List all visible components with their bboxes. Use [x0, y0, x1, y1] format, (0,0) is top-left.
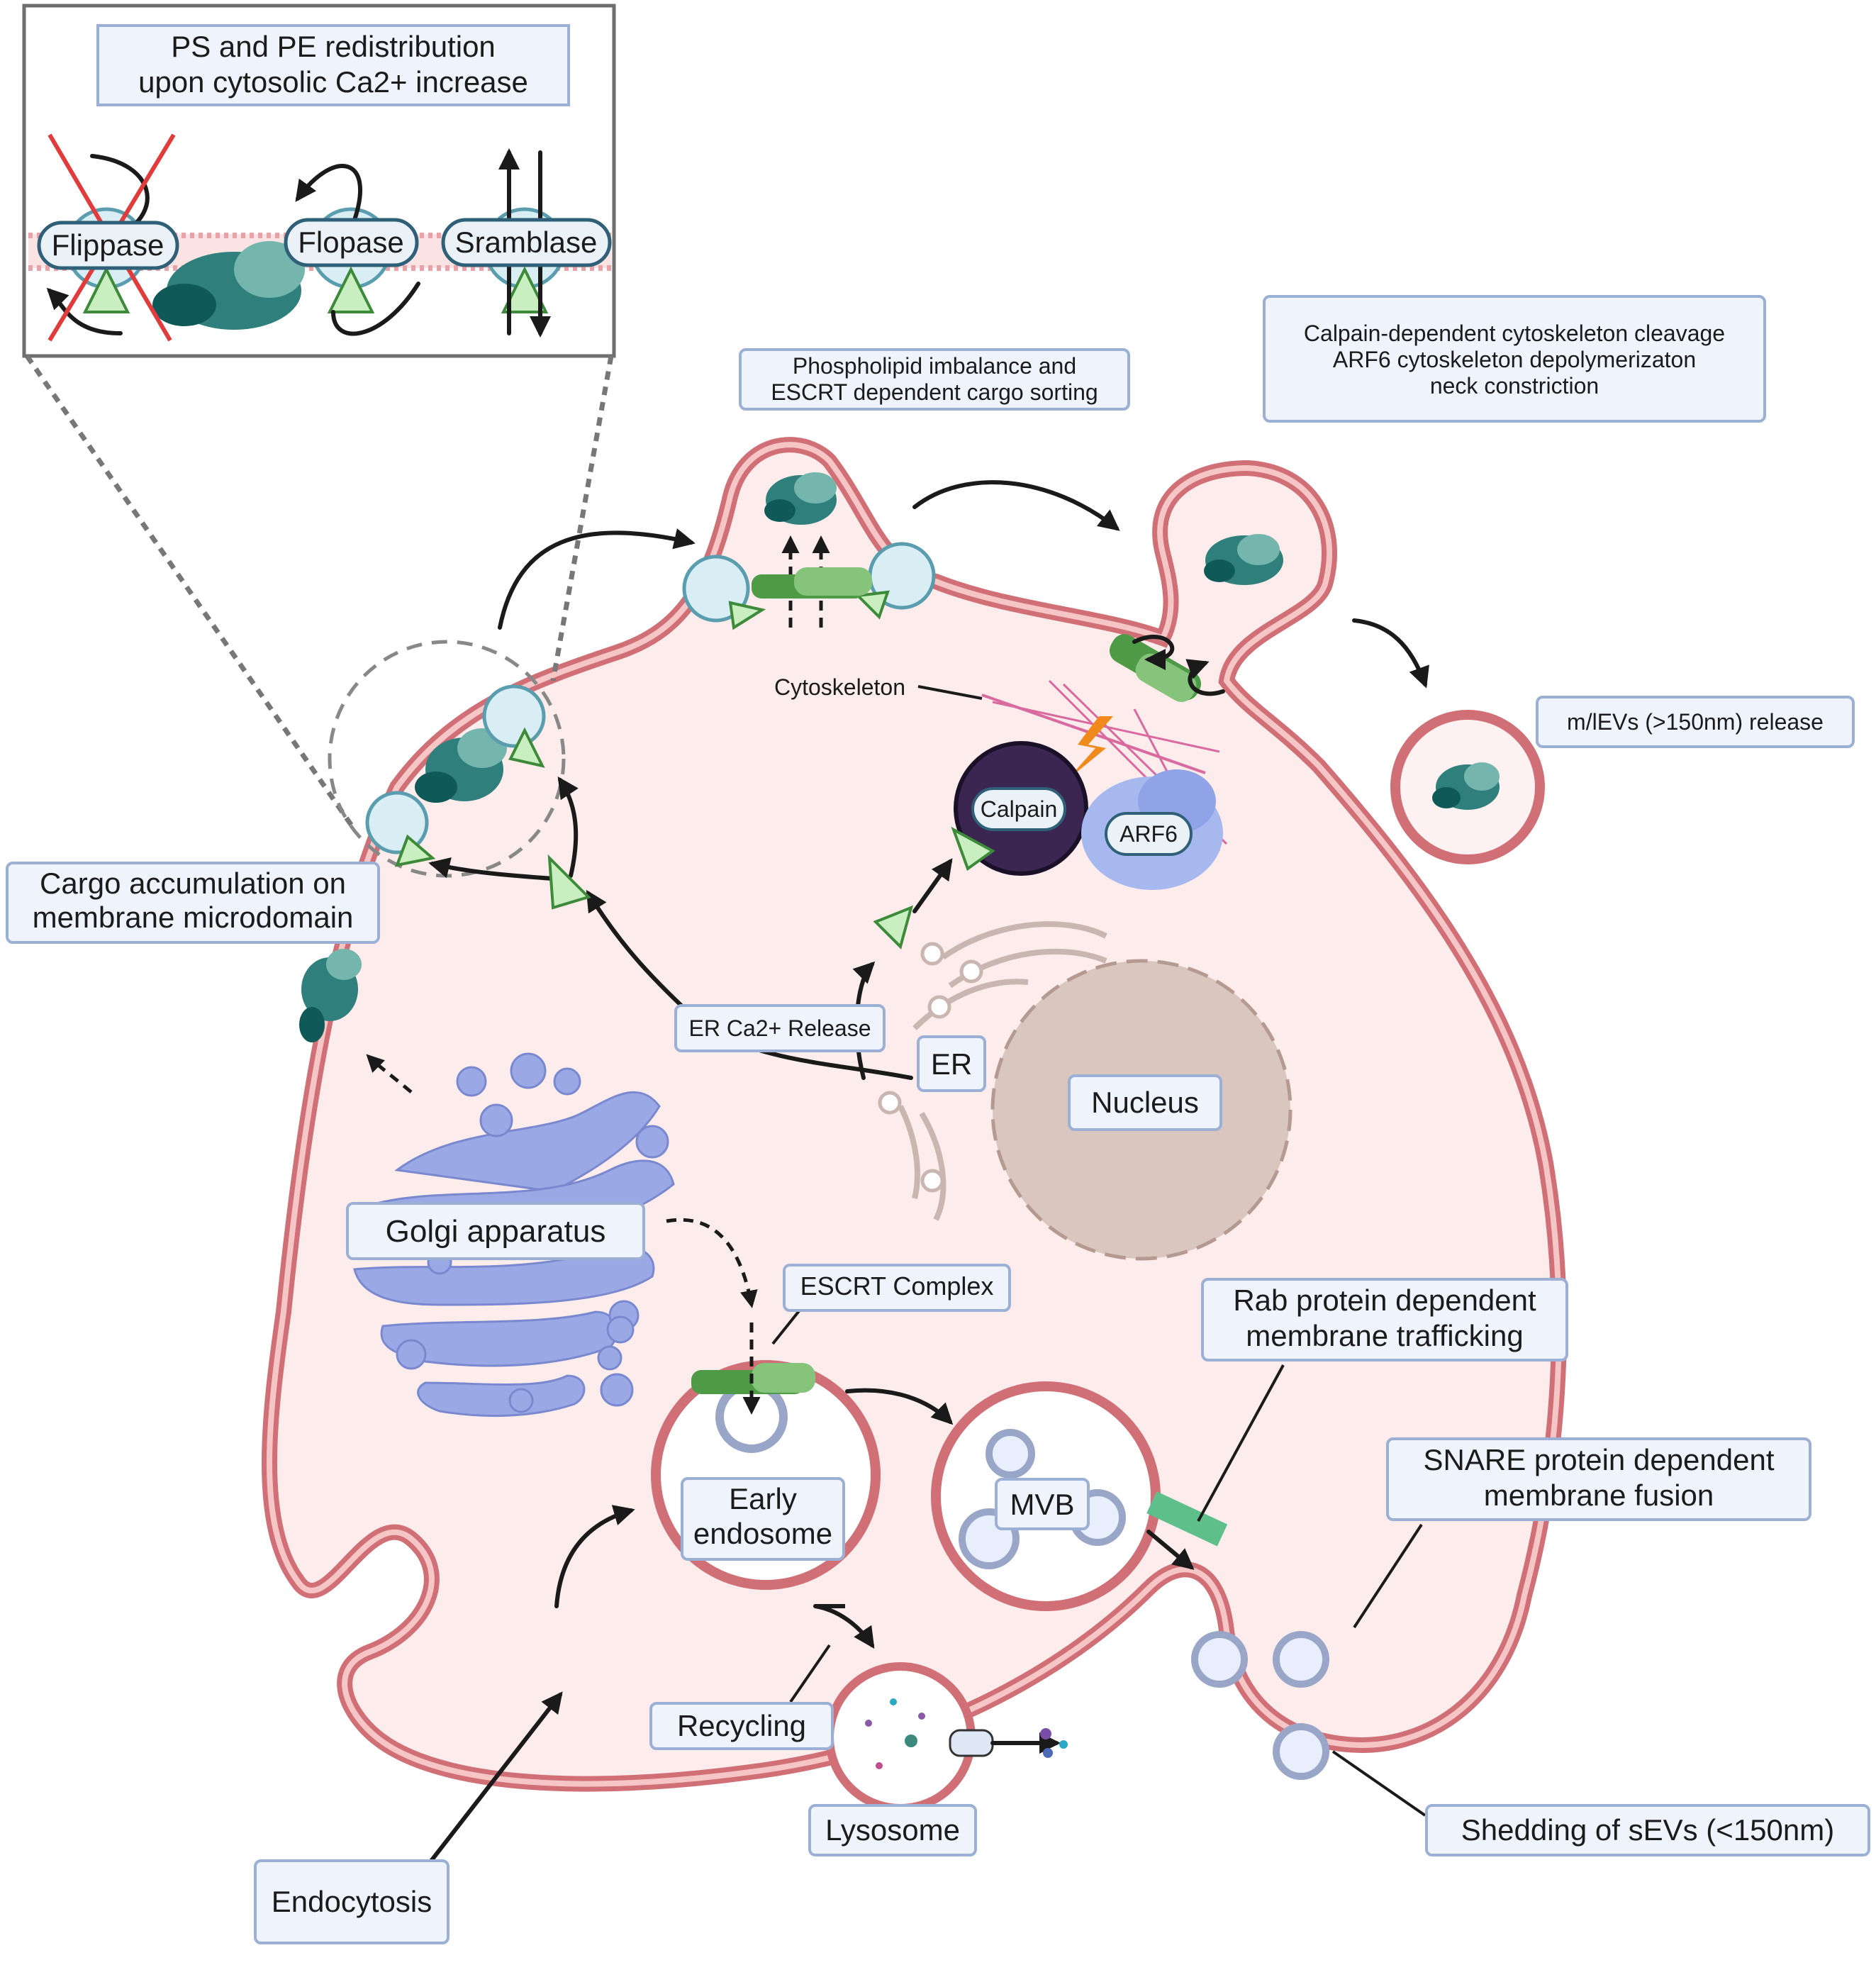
er-text: ER — [931, 1047, 972, 1081]
small-evs — [1191, 1631, 1329, 1780]
endocytosis-text: Endocytosis — [272, 1885, 432, 1918]
rab-line2: membrane trafficking — [1246, 1319, 1523, 1352]
calpain-complex: Calpain — [951, 741, 1088, 876]
cell-body — [262, 437, 1567, 1792]
mvb-text: MVB — [1010, 1488, 1074, 1521]
shedding-text: Shedding of sEVs (<150nm) — [1461, 1813, 1834, 1847]
neck-vesicle — [1109, 534, 1283, 702]
microdomain-cargo — [365, 684, 546, 867]
label-golgi: Golgi apparatus — [346, 1202, 645, 1260]
inset-title-line1: PS and PE redistribution — [171, 30, 496, 63]
snare-protein — [1146, 1491, 1228, 1547]
flippase-label: Flippase — [52, 228, 164, 262]
pathway-arrows — [366, 480, 1429, 1881]
er-release-text: ER Ca2+ Release — [688, 1015, 871, 1041]
label-phospholipid: Phospholipid imbalance and ESCRT depende… — [739, 348, 1130, 411]
calpain-cleavage-line2: ARF6 cytoskeleton depolymerizaton — [1333, 347, 1696, 372]
snare-line1: SNARE protein dependent — [1424, 1443, 1775, 1476]
label-recycling: Recycling — [649, 1702, 834, 1750]
calpain-label: Calpain — [981, 796, 1058, 822]
lysosome-text: Lysosome — [825, 1813, 960, 1847]
nucleus-text: Nucleus — [1091, 1086, 1199, 1119]
lightning-icon — [1067, 716, 1113, 780]
cytoskeleton-label: Cytoskeleton — [774, 674, 905, 700]
label-snare: SNARE protein dependent membrane fusion — [1386, 1437, 1811, 1521]
label-lysosome: Lysosome — [808, 1804, 977, 1856]
label-endocytosis: Endocytosis — [254, 1859, 450, 1944]
label-er: ER — [917, 1035, 986, 1092]
label-er-release: ER Ca2+ Release — [674, 1004, 886, 1052]
calpain-cleavage-line3: neck constriction — [1430, 373, 1599, 399]
label-nucleus: Nucleus — [1068, 1074, 1222, 1131]
inset-title-line2: upon cytosolic Ca2+ increase — [138, 65, 528, 99]
golgi-text: Golgi apparatus — [386, 1214, 606, 1249]
label-calpain-cleavage: Calpain-dependent cytoskeleton cleavage … — [1263, 295, 1766, 423]
scramblase-label: Sramblase — [455, 226, 598, 259]
label-release: m/lEVs (>150nm) release — [1536, 696, 1855, 748]
cargo-line1: Cargo accumulation on — [40, 867, 346, 900]
endoplasmic-reticulum — [878, 921, 1107, 1221]
label-escrt: ESCRT Complex — [783, 1264, 1011, 1312]
label-mvb: MVB — [995, 1478, 1090, 1530]
cell-membrane — [262, 437, 1567, 1792]
rab-line1: Rab protein dependent — [1233, 1284, 1536, 1317]
cytoplasm-cargo — [299, 949, 362, 1042]
inset-cargo-protein — [152, 241, 305, 330]
early-line2: endosome — [693, 1517, 832, 1550]
budding-site — [682, 472, 936, 630]
escrt-text: ESCRT Complex — [800, 1271, 994, 1301]
inset-panel: PS and PE redistribution upon cytosolic … — [22, 4, 616, 358]
lysosome-shape — [825, 1662, 1068, 1813]
early-line1: Early — [729, 1482, 797, 1515]
phospholipid-line2: ESCRT dependent cargo sorting — [771, 379, 1098, 405]
snare-line2: membrane fusion — [1484, 1479, 1714, 1512]
arf6-complex: ARF6 — [1081, 769, 1223, 890]
calpain-cleavage-line1: Calpain-dependent cytoskeleton cleavage — [1304, 321, 1725, 346]
released-large-ev — [1390, 710, 1545, 864]
label-early-endosome: Early endosome — [681, 1477, 845, 1561]
release-text: m/lEVs (>150nm) release — [1567, 709, 1824, 735]
flopase-label: Flopase — [298, 226, 403, 259]
label-cargo-accumulation: Cargo accumulation on membrane microdoma… — [6, 862, 380, 944]
arf6-label: ARF6 — [1120, 821, 1178, 847]
phospholipid-line1: Phospholipid imbalance and — [793, 353, 1076, 379]
label-shedding: Shedding of sEVs (<150nm) — [1425, 1804, 1870, 1856]
recycling-text: Recycling — [677, 1709, 806, 1742]
cargo-line2: membrane microdomain — [33, 901, 354, 934]
label-rab: Rab protein dependent membrane trafficki… — [1201, 1278, 1568, 1362]
